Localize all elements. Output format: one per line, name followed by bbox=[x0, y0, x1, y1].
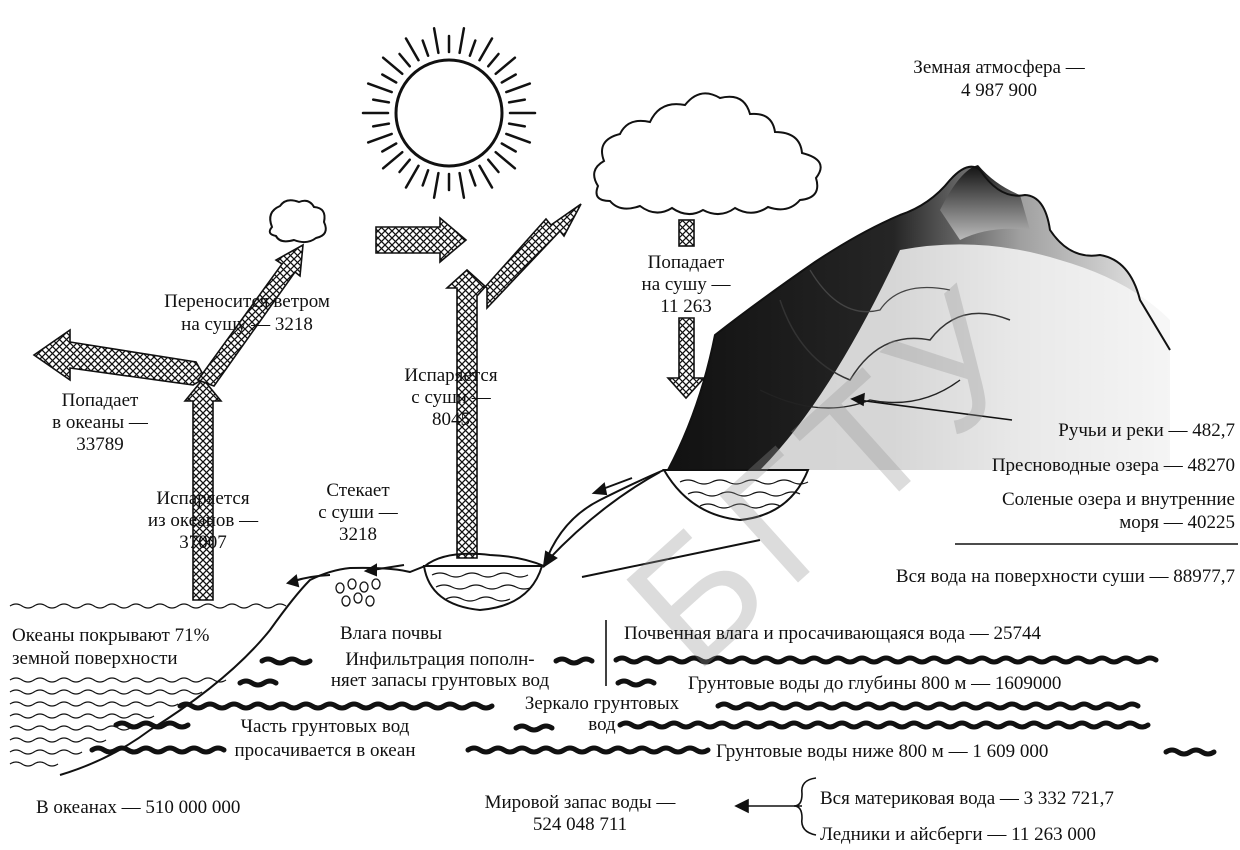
world-supply-line2: 524 048 711 bbox=[485, 814, 676, 836]
sun-ray bbox=[373, 100, 389, 103]
to-oceans-line2: в океаны — bbox=[52, 412, 148, 434]
sun-ray bbox=[460, 28, 464, 53]
sun-ray bbox=[382, 75, 396, 83]
mountain-lake-icon bbox=[664, 470, 808, 520]
to-oceans-label: Попадает в океаны — 33789 bbox=[52, 390, 148, 456]
sun-ray bbox=[488, 54, 498, 66]
ocean-cover-label: Океаны покрывают 71% земной поверхности bbox=[12, 624, 209, 670]
sun-ray bbox=[496, 58, 515, 74]
soil-water-label: Почвенная влага и просачивающаяся вода —… bbox=[624, 622, 1041, 645]
valley-lake-icon bbox=[424, 566, 542, 610]
to-land-line1: Попадает bbox=[642, 252, 731, 274]
fresh-lakes-label: Пресноводные озера — 48270 bbox=[992, 454, 1235, 477]
to-oceans-line3: 33789 bbox=[52, 434, 148, 456]
sun-ray bbox=[502, 144, 516, 152]
sun-ray bbox=[400, 160, 410, 172]
sun-ray bbox=[506, 134, 530, 143]
sun-ray bbox=[509, 100, 525, 103]
sun-ray bbox=[368, 134, 392, 143]
runoff-line2: с суши — bbox=[318, 502, 397, 524]
wind-line1: Переносится ветром bbox=[164, 290, 330, 313]
streams-label: Ручьи и реки — 482,7 bbox=[1058, 419, 1235, 442]
water-table-line2: вод bbox=[525, 714, 679, 735]
evap-ocean-line3: 37007 bbox=[148, 532, 258, 554]
sun-ray bbox=[470, 41, 475, 56]
atmosphere-label: Земная атмосфера — 4 987 900 bbox=[913, 56, 1084, 102]
sun-ray bbox=[496, 152, 515, 168]
sun-ray bbox=[383, 152, 402, 168]
glaciers-label: Ледники и айсберги — 11 263 000 bbox=[820, 823, 1096, 846]
small-cloud-icon bbox=[270, 200, 326, 242]
continental-label: Вся материковая вода — 3 332 721,7 bbox=[820, 787, 1114, 810]
sun-ray bbox=[480, 39, 493, 61]
evap-ocean-line2: из океанов — bbox=[148, 510, 258, 532]
to-oceans-line1: Попадает bbox=[52, 390, 148, 412]
sun-ray bbox=[480, 166, 493, 188]
wind-transfer-label: Переносится ветром на сушу — 3218 bbox=[164, 290, 330, 336]
evap-land-line2: с суши — bbox=[404, 387, 497, 409]
world-supply-label: Мировой запас воды — 524 048 711 bbox=[485, 792, 676, 836]
atmosphere-line2: 4 987 900 bbox=[913, 79, 1084, 102]
ocean-cover-line1: Океаны покрывают 71% bbox=[12, 624, 209, 647]
large-cloud-icon bbox=[594, 93, 821, 214]
runoff-line3: 3218 bbox=[318, 524, 397, 546]
world-supply-line1: Мировой запас воды — bbox=[485, 792, 676, 814]
sun-ray bbox=[383, 58, 402, 74]
sun-icon bbox=[363, 28, 535, 197]
atmosphere-line1: Земная атмосфера — bbox=[913, 56, 1084, 79]
seepage-line1: Часть грунтовых вод bbox=[235, 715, 416, 739]
salt-lakes-line2: моря — 40225 bbox=[1002, 511, 1235, 534]
sun-ray bbox=[373, 124, 389, 127]
salt-lakes-label: Соленые озера и внутренние моря — 40225 bbox=[1002, 488, 1235, 534]
sun-ray bbox=[400, 54, 410, 66]
sun-ray bbox=[488, 160, 498, 172]
runoff-label: Стекает с суши — 3218 bbox=[318, 480, 397, 546]
water-table-line1: Зеркало грунтовых bbox=[525, 693, 679, 714]
arrow-to-oceans bbox=[34, 330, 205, 385]
arrow-cloud-transfer bbox=[376, 218, 466, 262]
infiltration-line2: няет запасы грунтовых вод bbox=[331, 670, 549, 691]
evaporation-ocean-label: Испаряется из океанов — 37007 bbox=[148, 488, 258, 554]
sun-ray bbox=[406, 166, 419, 188]
runoff-line1: Стекает bbox=[318, 480, 397, 502]
evaporation-land-label: Испаряется с суши — 8045 bbox=[404, 365, 497, 431]
ground-800-label: Грунтовые воды до глубины 800 м — 160900… bbox=[688, 672, 1061, 695]
to-land-line3: 11 263 bbox=[642, 296, 731, 318]
surface-total-label: Вся вода на поверхности суши — 88977,7 bbox=[896, 565, 1235, 588]
sun-ray bbox=[406, 39, 419, 61]
evap-land-line3: 8045 bbox=[404, 409, 497, 431]
sun-ray bbox=[423, 170, 428, 185]
seepage-label: Часть грунтовых вод просачивается в океа… bbox=[235, 715, 416, 763]
water-table-label: Зеркало грунтовых вод bbox=[525, 693, 679, 735]
sun-ray bbox=[506, 84, 530, 93]
ground-below-label: Грунтовые воды ниже 800 м — 1 609 000 bbox=[716, 740, 1048, 763]
infiltration-label: Инфильтрация пополн- няет запасы грунтов… bbox=[331, 649, 549, 691]
sun-ray bbox=[434, 173, 438, 198]
sun-ray bbox=[382, 144, 396, 152]
sun-ray bbox=[460, 173, 464, 198]
sun-ray bbox=[368, 84, 392, 93]
infiltration-line1: Инфильтрация пополн- bbox=[331, 649, 549, 670]
precipitation-land-label: Попадает на сушу — 11 263 bbox=[642, 252, 731, 318]
evap-land-line1: Испаряется bbox=[404, 365, 497, 387]
to-land-line2: на сушу — bbox=[642, 274, 731, 296]
in-oceans-label: В океанах — 510 000 000 bbox=[36, 796, 240, 819]
droplets-icon bbox=[336, 579, 380, 606]
wind-line2: на сушу — 3218 bbox=[164, 313, 330, 336]
sun-ray bbox=[470, 170, 475, 185]
sun-ray bbox=[502, 75, 516, 83]
seepage-line2: просачивается в океан bbox=[235, 739, 416, 763]
ocean-cover-line2: земной поверхности bbox=[12, 647, 209, 670]
sun-ray bbox=[434, 28, 438, 53]
sun-ray bbox=[509, 124, 525, 127]
evap-ocean-line1: Испаряется bbox=[148, 488, 258, 510]
salt-lakes-line1: Соленые озера и внутренние bbox=[1002, 488, 1235, 511]
soil-moisture-label: Влага почвы bbox=[340, 622, 442, 645]
sun-ray bbox=[423, 41, 428, 56]
